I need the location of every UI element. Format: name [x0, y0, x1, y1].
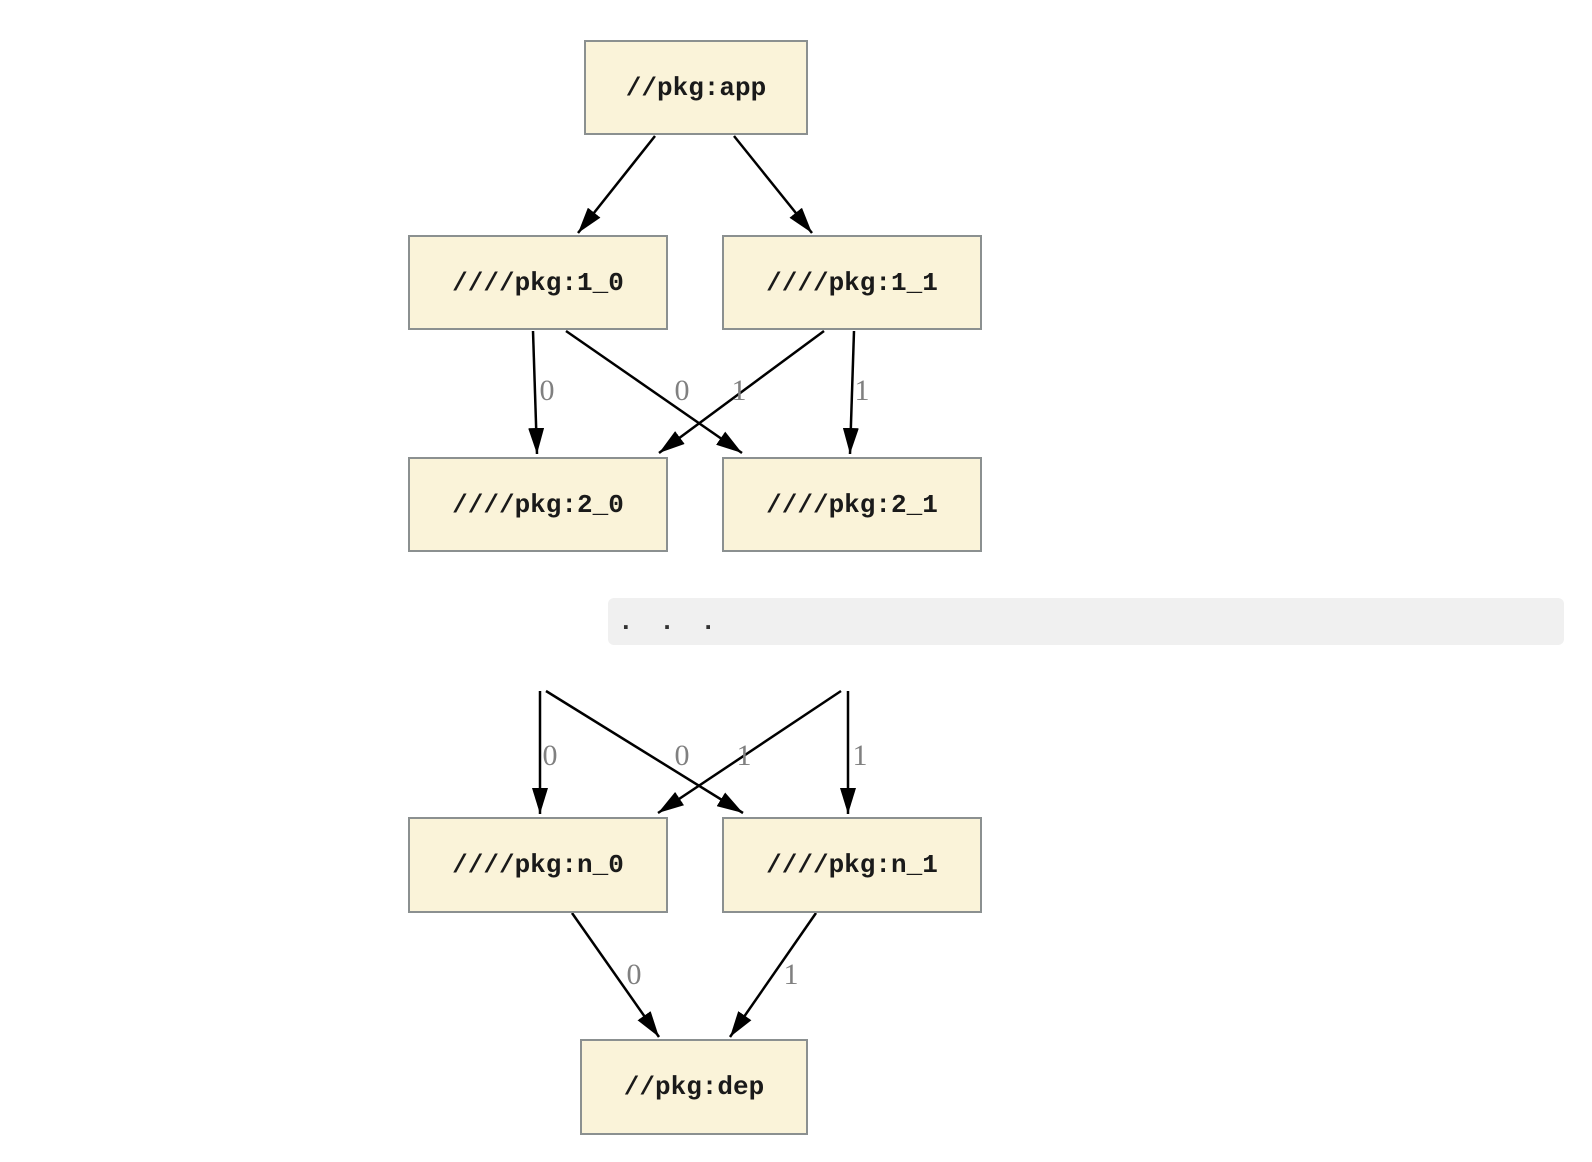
node-pkg-app: //pkg:app [584, 40, 808, 135]
node-pkg-dep: //pkg:dep [580, 1039, 808, 1135]
node-pkg-2_1: ////pkg:2_1 [722, 457, 982, 552]
edge-app-to-1_0 [577, 135, 656, 234]
node-pkg-1_0: ////pkg:1_0 [408, 235, 668, 330]
node-pkg-n_1: ////pkg:n_1 [722, 817, 982, 913]
edge-label-n_1-dep: 1 [783, 958, 799, 991]
edge-1_1-to-2_0 [658, 329, 825, 455]
elided-levels-band: . . . [608, 598, 1564, 645]
node-pkg-1_1: ////pkg:1_1 [722, 235, 982, 330]
node-pkg-2_0: ////pkg:2_0 [408, 457, 668, 552]
edge-1_0-to-2_1 [565, 329, 743, 455]
ellipsis-dots: . . . [618, 606, 722, 637]
edge-elided-to-n_1-cross [545, 689, 744, 815]
edge-label-n_0-dep: 0 [626, 958, 642, 991]
edge-n_0-to-dep [570, 912, 661, 1038]
edge-label-1_0-2_0: 0 [539, 374, 555, 407]
edge-1_1-to-2_1 [842, 330, 859, 455]
edge-app-to-1_1 [733, 135, 813, 234]
edge-label-1_1-2_0: 0 [674, 374, 690, 407]
node-pkg-n_0: ////pkg:n_0 [408, 817, 668, 913]
edge-label-elided-n_1-straight: 1 [852, 739, 868, 772]
edge-1_0-to-2_0 [528, 330, 545, 455]
edge-label-elided-n_0-cross: 0 [674, 739, 690, 772]
edge-label-1_1-2_1: 1 [854, 374, 870, 407]
edge-label-elided-n_0-straight: 0 [542, 739, 558, 772]
edge-label-1_0-2_1: 1 [731, 374, 747, 407]
edge-n_1-to-dep [728, 912, 818, 1038]
edge-label-elided-n_1-cross: 1 [736, 739, 752, 772]
edge-elided-to-n_0-cross [657, 689, 842, 815]
